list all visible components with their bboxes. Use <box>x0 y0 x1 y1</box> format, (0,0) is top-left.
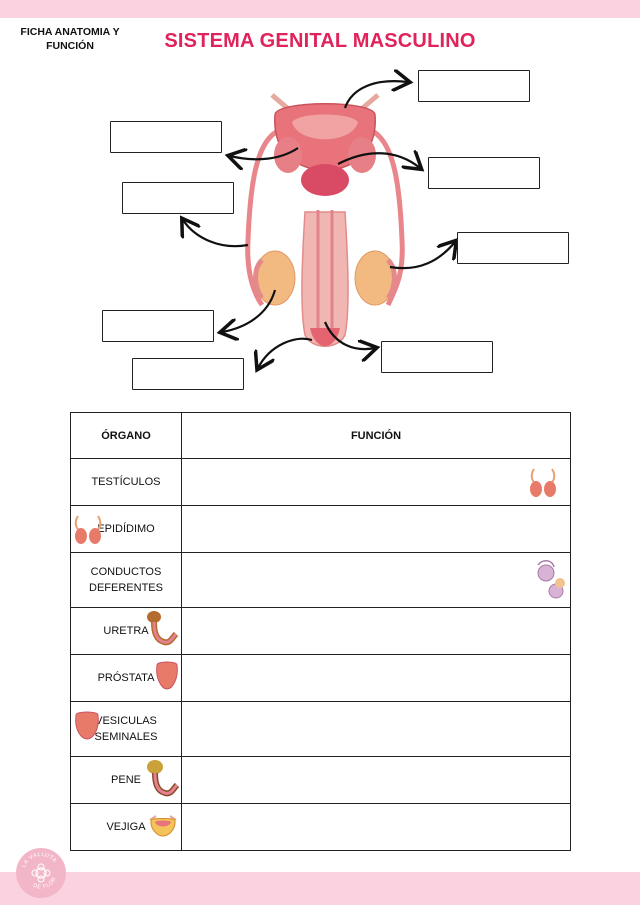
sheet-label: FICHA ANATOMIA Y FUNCIÓN <box>10 25 130 53</box>
anatomy-diagram <box>0 60 640 400</box>
table-row: EPIDÍDIMO <box>70 505 571 553</box>
arrow-urethra <box>323 321 375 349</box>
left-seminal-vesicle <box>274 137 302 173</box>
table-row: TESTÍCULOS <box>70 458 571 506</box>
brand-badge: LA VALIJITA DE FLOR <box>16 848 66 898</box>
organ-cell: VEJIGA <box>70 803 182 851</box>
function-cell[interactable] <box>181 552 571 608</box>
organ-cell: URETRA <box>70 607 182 655</box>
organ-cell: CONDUCTOS DEFERENTES <box>70 552 182 608</box>
label-box-2[interactable] <box>110 121 222 153</box>
penis-icon <box>147 760 180 797</box>
label-box-5[interactable] <box>457 232 569 264</box>
organ-cell: PRÓSTATA <box>70 654 182 702</box>
glans <box>310 328 340 346</box>
sheet-label-line1: FICHA ANATOMIA Y <box>20 26 120 38</box>
arrow-testicle <box>389 242 455 270</box>
bladder-interior <box>292 114 358 140</box>
vas-deferens-icon <box>537 560 565 599</box>
right-epididymis <box>385 258 397 300</box>
urethra-lines <box>316 210 334 330</box>
seminal-vesicles-icon <box>75 711 99 740</box>
function-cell[interactable] <box>181 756 571 804</box>
table-row: PENE <box>70 756 571 804</box>
function-cell[interactable] <box>181 607 571 655</box>
organ-cell: VESICULAS SEMINALES <box>70 701 182 757</box>
table-row: VESICULAS SEMINALES <box>70 701 571 757</box>
arrow-penis <box>258 337 313 368</box>
function-column-header: FUNCIÓN <box>181 412 571 459</box>
urethra-icon <box>147 611 179 646</box>
brand-logo: LA VALIJITA DE FLOR <box>17 849 65 897</box>
organ-name: URETRA <box>103 625 149 637</box>
label-box-1[interactable] <box>418 70 530 102</box>
testicles-icon <box>530 468 556 497</box>
function-cell[interactable] <box>181 505 571 553</box>
organ-function-table: ÓRGANO FUNCIÓN TESTÍCULOS EPIDÍDIMO <box>70 412 571 851</box>
function-cell[interactable] <box>181 654 571 702</box>
label-box-8[interactable] <box>132 358 244 390</box>
prostate <box>301 164 349 196</box>
arrow-epididymis <box>222 289 277 332</box>
left-epididymis <box>253 258 265 300</box>
label-box-4[interactable] <box>122 182 234 214</box>
label-box-7[interactable] <box>381 341 493 373</box>
top-band <box>0 0 640 18</box>
function-cell[interactable] <box>181 701 571 757</box>
organ-cell: TESTÍCULOS <box>70 458 182 506</box>
organ-name-line1: CONDUCTOS <box>90 566 162 578</box>
organ-name: TESTÍCULOS <box>91 476 161 488</box>
table-row: CONDUCTOS DEFERENTES <box>70 552 571 608</box>
prostate-icon <box>156 661 178 690</box>
organ-cell: PENE <box>70 756 182 804</box>
organ-name-line2: SEMINALES <box>94 731 158 743</box>
label-box-3[interactable] <box>428 157 540 189</box>
label-box-6[interactable] <box>102 310 214 342</box>
organ-name: VEJIGA <box>106 821 146 833</box>
arrow-vas-deferens <box>183 220 249 248</box>
organ-name-line2: DEFERENTES <box>89 582 163 594</box>
organ-cell: EPIDÍDIMO <box>70 505 182 553</box>
function-cell[interactable] <box>181 458 571 506</box>
organ-name: PRÓSTATA <box>97 672 155 684</box>
penis-shaft <box>301 211 349 347</box>
table-header-row: ÓRGANO FUNCIÓN <box>70 412 571 459</box>
epididymis-icon <box>74 515 102 544</box>
table-row: URETRA <box>70 607 571 655</box>
arrow-bladder <box>343 81 408 109</box>
anatomy-illustration <box>0 60 640 400</box>
organ-name: PENE <box>111 774 141 786</box>
organ-column-header: ÓRGANO <box>70 412 182 459</box>
bladder-icon <box>149 815 177 837</box>
organ-name: EPIDÍDIMO <box>97 523 155 535</box>
table-row: VEJIGA <box>70 803 571 851</box>
left-vas-deferens <box>245 127 282 307</box>
bottom-band <box>0 872 640 905</box>
arrow-prostate <box>337 153 420 168</box>
arrow-seminal-vesicle <box>230 147 299 159</box>
page-title: SISTEMA GENITAL MASCULINO <box>164 30 476 52</box>
organ-name-line1: VESICULAS <box>95 715 157 727</box>
function-cell[interactable] <box>181 803 571 851</box>
sheet-label-line2: FUNCIÓN <box>46 40 94 52</box>
table-row: PRÓSTATA <box>70 654 571 702</box>
